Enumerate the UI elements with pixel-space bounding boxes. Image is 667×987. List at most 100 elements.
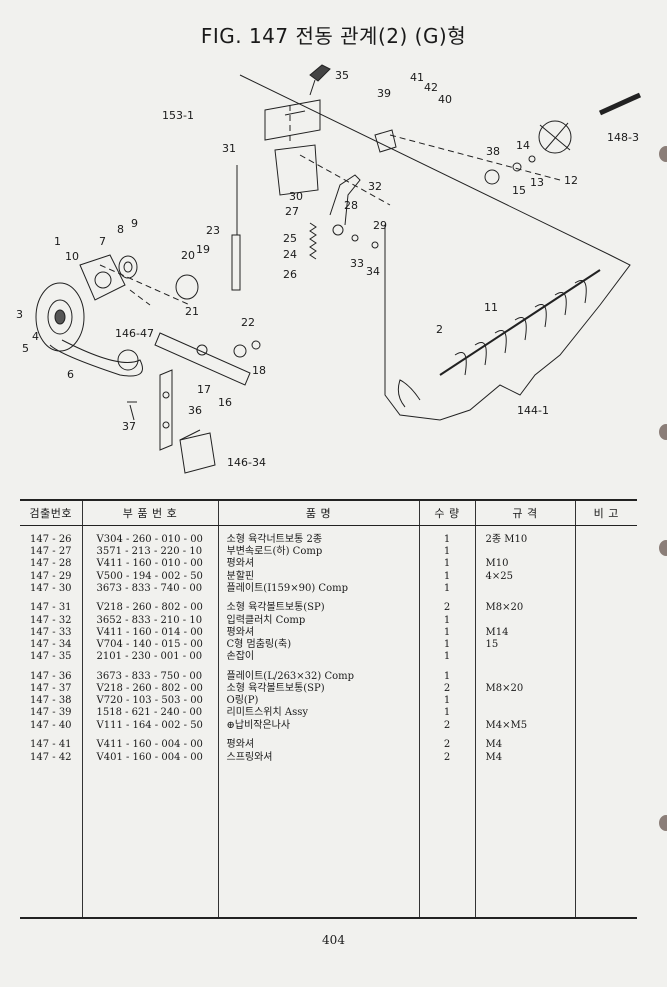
table-cell-qty: 1 — [443, 639, 451, 650]
table-cell-pn: V304 - 260 - 010 - 00 — [96, 534, 203, 545]
table-cell-name: 부변속로드(하) Comp — [226, 546, 323, 558]
callout-label: 153-1 — [162, 109, 194, 122]
table-cell-spec: 4×25 — [485, 570, 513, 582]
binder-hole-icon — [659, 540, 667, 556]
callout-label: 10 — [65, 250, 79, 263]
table-cell-qty: 1 — [443, 651, 451, 663]
callout-label: 30 — [289, 190, 303, 203]
table-cell-qty: 2 — [443, 719, 451, 731]
table-cell-name: 플레이트(I159×90) Comp — [226, 582, 348, 594]
callout-label: 26 — [283, 268, 297, 281]
group-spacer — [30, 595, 81, 603]
callout-label: 40 — [438, 93, 452, 106]
callout-label: 41 — [410, 71, 424, 84]
callout-label: 9 — [131, 217, 138, 230]
callout-label: 21 — [185, 305, 199, 318]
group-spacer — [30, 663, 81, 671]
table-cell-spec: M4×M5 — [485, 719, 528, 731]
table-cell-name: 손잡이 — [226, 651, 255, 663]
group-spacer — [97, 732, 217, 740]
callout-label: 18 — [252, 364, 266, 377]
table-cell-no: 147 - 39 — [30, 707, 72, 719]
callout-label: 24 — [283, 248, 297, 261]
table-header-row: 검출번호 부 품 번 호 품 명 수 량 규 격 비 고 — [20, 499, 637, 526]
callout-label: 5 — [22, 342, 29, 355]
table-cell-no: 147 - 29 — [30, 570, 72, 582]
callout-label: 31 — [222, 142, 236, 155]
table-cell-qty: 1 — [443, 558, 451, 570]
table-cell-pn: V111 - 164 - 002 - 50 — [96, 719, 203, 731]
table-cell-no: 147 - 26 — [30, 534, 72, 545]
group-spacer — [227, 663, 418, 671]
table-cell-name: 평와셔 — [226, 558, 255, 570]
group-spacer — [486, 663, 574, 671]
table-cell-pn: V411 - 160 - 014 - 00 — [96, 626, 203, 638]
callout-label: 11 — [484, 301, 498, 314]
table-cell-no: 147 - 42 — [30, 751, 72, 763]
callout-label: 15 — [512, 184, 526, 197]
exploded-parts-diagram: 35 153-1 41 42 40 39 148-3 31 38 14 30 3… — [0, 55, 667, 485]
table-cell-pn: V218 - 260 - 802 - 00 — [96, 683, 203, 695]
table-cell-qty: 2 — [443, 683, 451, 695]
table-cell-pn: V704 - 140 - 015 - 00 — [96, 639, 203, 650]
table-cell-spec — [486, 707, 574, 719]
table-cell-pn: 3571 - 213 - 220 - 10 — [96, 546, 203, 558]
callout-label: 7 — [99, 235, 106, 248]
table-cell-spec — [486, 615, 574, 627]
table-cell-name: C형 멈춤링(축) — [226, 639, 292, 650]
table-cell-pn: V218 - 260 - 802 - 00 — [96, 602, 203, 614]
group-spacer — [97, 595, 217, 603]
table-cell-qty: 1 — [443, 614, 451, 626]
callout-label: 27 — [285, 205, 299, 218]
figure-title: FIG. 147 전동 관계(2) (G)형 — [200, 24, 467, 48]
callout-labels: 35 153-1 41 42 40 39 148-3 31 38 14 30 3… — [16, 69, 639, 469]
table-cell-name: 평와셔 — [226, 626, 255, 638]
col-header-no: 검출번호 — [20, 499, 82, 526]
table-cell-name: 스프링와셔 — [226, 751, 273, 763]
table-cell-no: 147 - 34 — [30, 639, 72, 650]
table-cell-qty: 1 — [443, 695, 451, 707]
callout-label: 148-3 — [607, 131, 639, 144]
table-cell-spec — [486, 546, 574, 558]
table-cell-no: 147 - 40 — [30, 719, 72, 731]
table-cell-pn: V411 - 160 - 010 - 00 — [96, 558, 203, 570]
col-header-qty: 수 량 — [418, 499, 475, 526]
callout-label: 14 — [516, 139, 530, 152]
column-remarks — [574, 525, 637, 919]
callout-label: 13 — [530, 176, 544, 189]
table-cell-pn: 2101 - 230 - 001 - 00 — [96, 651, 203, 663]
table-cell-no: 147 - 38 — [30, 695, 72, 707]
table-cell-spec: M8×20 — [485, 683, 524, 695]
group-spacer — [421, 732, 474, 740]
callout-label: 25 — [283, 232, 297, 245]
table-cell-no: 147 - 37 — [30, 683, 72, 695]
callout-label: 146-34 — [227, 456, 266, 469]
callout-label: 146-47 — [115, 327, 154, 340]
table-cell-no: 147 - 32 — [30, 614, 72, 626]
callout-label: 12 — [564, 174, 578, 187]
table-cell-pn: V720 - 103 - 503 - 00 — [96, 695, 203, 707]
table-cell-pn: 3673 - 833 - 750 - 00 — [96, 670, 203, 682]
group-spacer — [227, 732, 418, 740]
table-cell-pn: 3673 - 833 - 740 - 00 — [96, 582, 203, 594]
table-cell-spec — [486, 651, 574, 663]
callout-label: 19 — [196, 243, 210, 256]
callout-label: 8 — [117, 223, 124, 236]
group-spacer — [30, 732, 81, 740]
callout-label: 28 — [344, 199, 358, 212]
table-cell-qty: 1 — [443, 582, 451, 594]
group-spacer — [421, 595, 474, 603]
table-cell-no: 147 - 30 — [30, 582, 72, 594]
table-cell-name: 플레이트(L/263×32) Comp — [226, 670, 355, 682]
table-cell-pn: V411 - 160 - 004 - 00 — [96, 739, 203, 751]
callout-label: 16 — [218, 396, 232, 409]
callout-label: 17 — [197, 383, 211, 396]
table-cell-qty: 1 — [443, 670, 451, 682]
callout-label: 22 — [241, 316, 255, 329]
callout-label: 35 — [335, 69, 349, 82]
callout-label: 33 — [350, 257, 364, 270]
callout-label: 38 — [486, 145, 500, 158]
parts-table: 검출번호 부 품 번 호 품 명 수 량 규 격 비 고 147 - 26 147… — [20, 499, 637, 919]
